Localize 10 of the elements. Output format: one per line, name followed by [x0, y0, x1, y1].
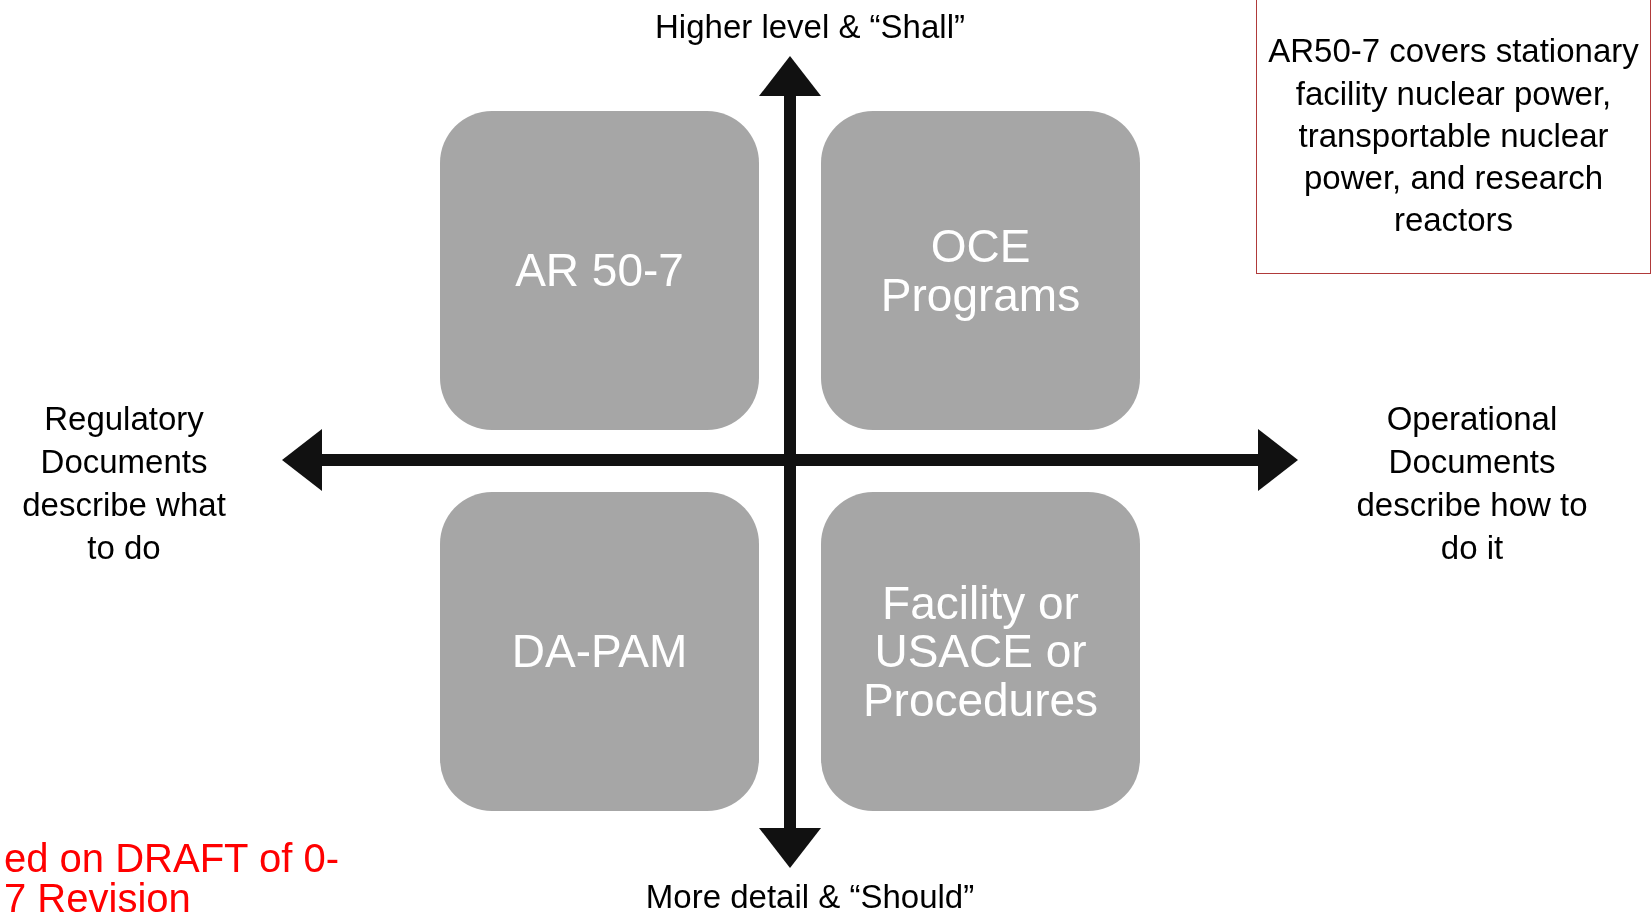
quadrant-box: Facility or USACE or Procedures: [821, 492, 1140, 811]
axis-label: Higher level & “Shall”: [654, 7, 966, 47]
note-box: AR50-7 covers stationary facility nuclear power, transportable nuclear power, and research reactors: [1256, 0, 1651, 274]
quadrant-box: OCE Programs: [821, 111, 1140, 430]
axis-label: Regulatory Documents describe what to do: [21, 399, 227, 568]
quadrant-box: DA-PAM: [440, 492, 759, 811]
axis-label: More detail & “Should”: [644, 877, 976, 914]
axis-label: Operational Documents describe how to do it: [1355, 399, 1589, 568]
draft-note: ed on DRAFT of 0-7 Revision: [4, 838, 340, 914]
quadrant-box: AR 50-7: [440, 111, 759, 430]
